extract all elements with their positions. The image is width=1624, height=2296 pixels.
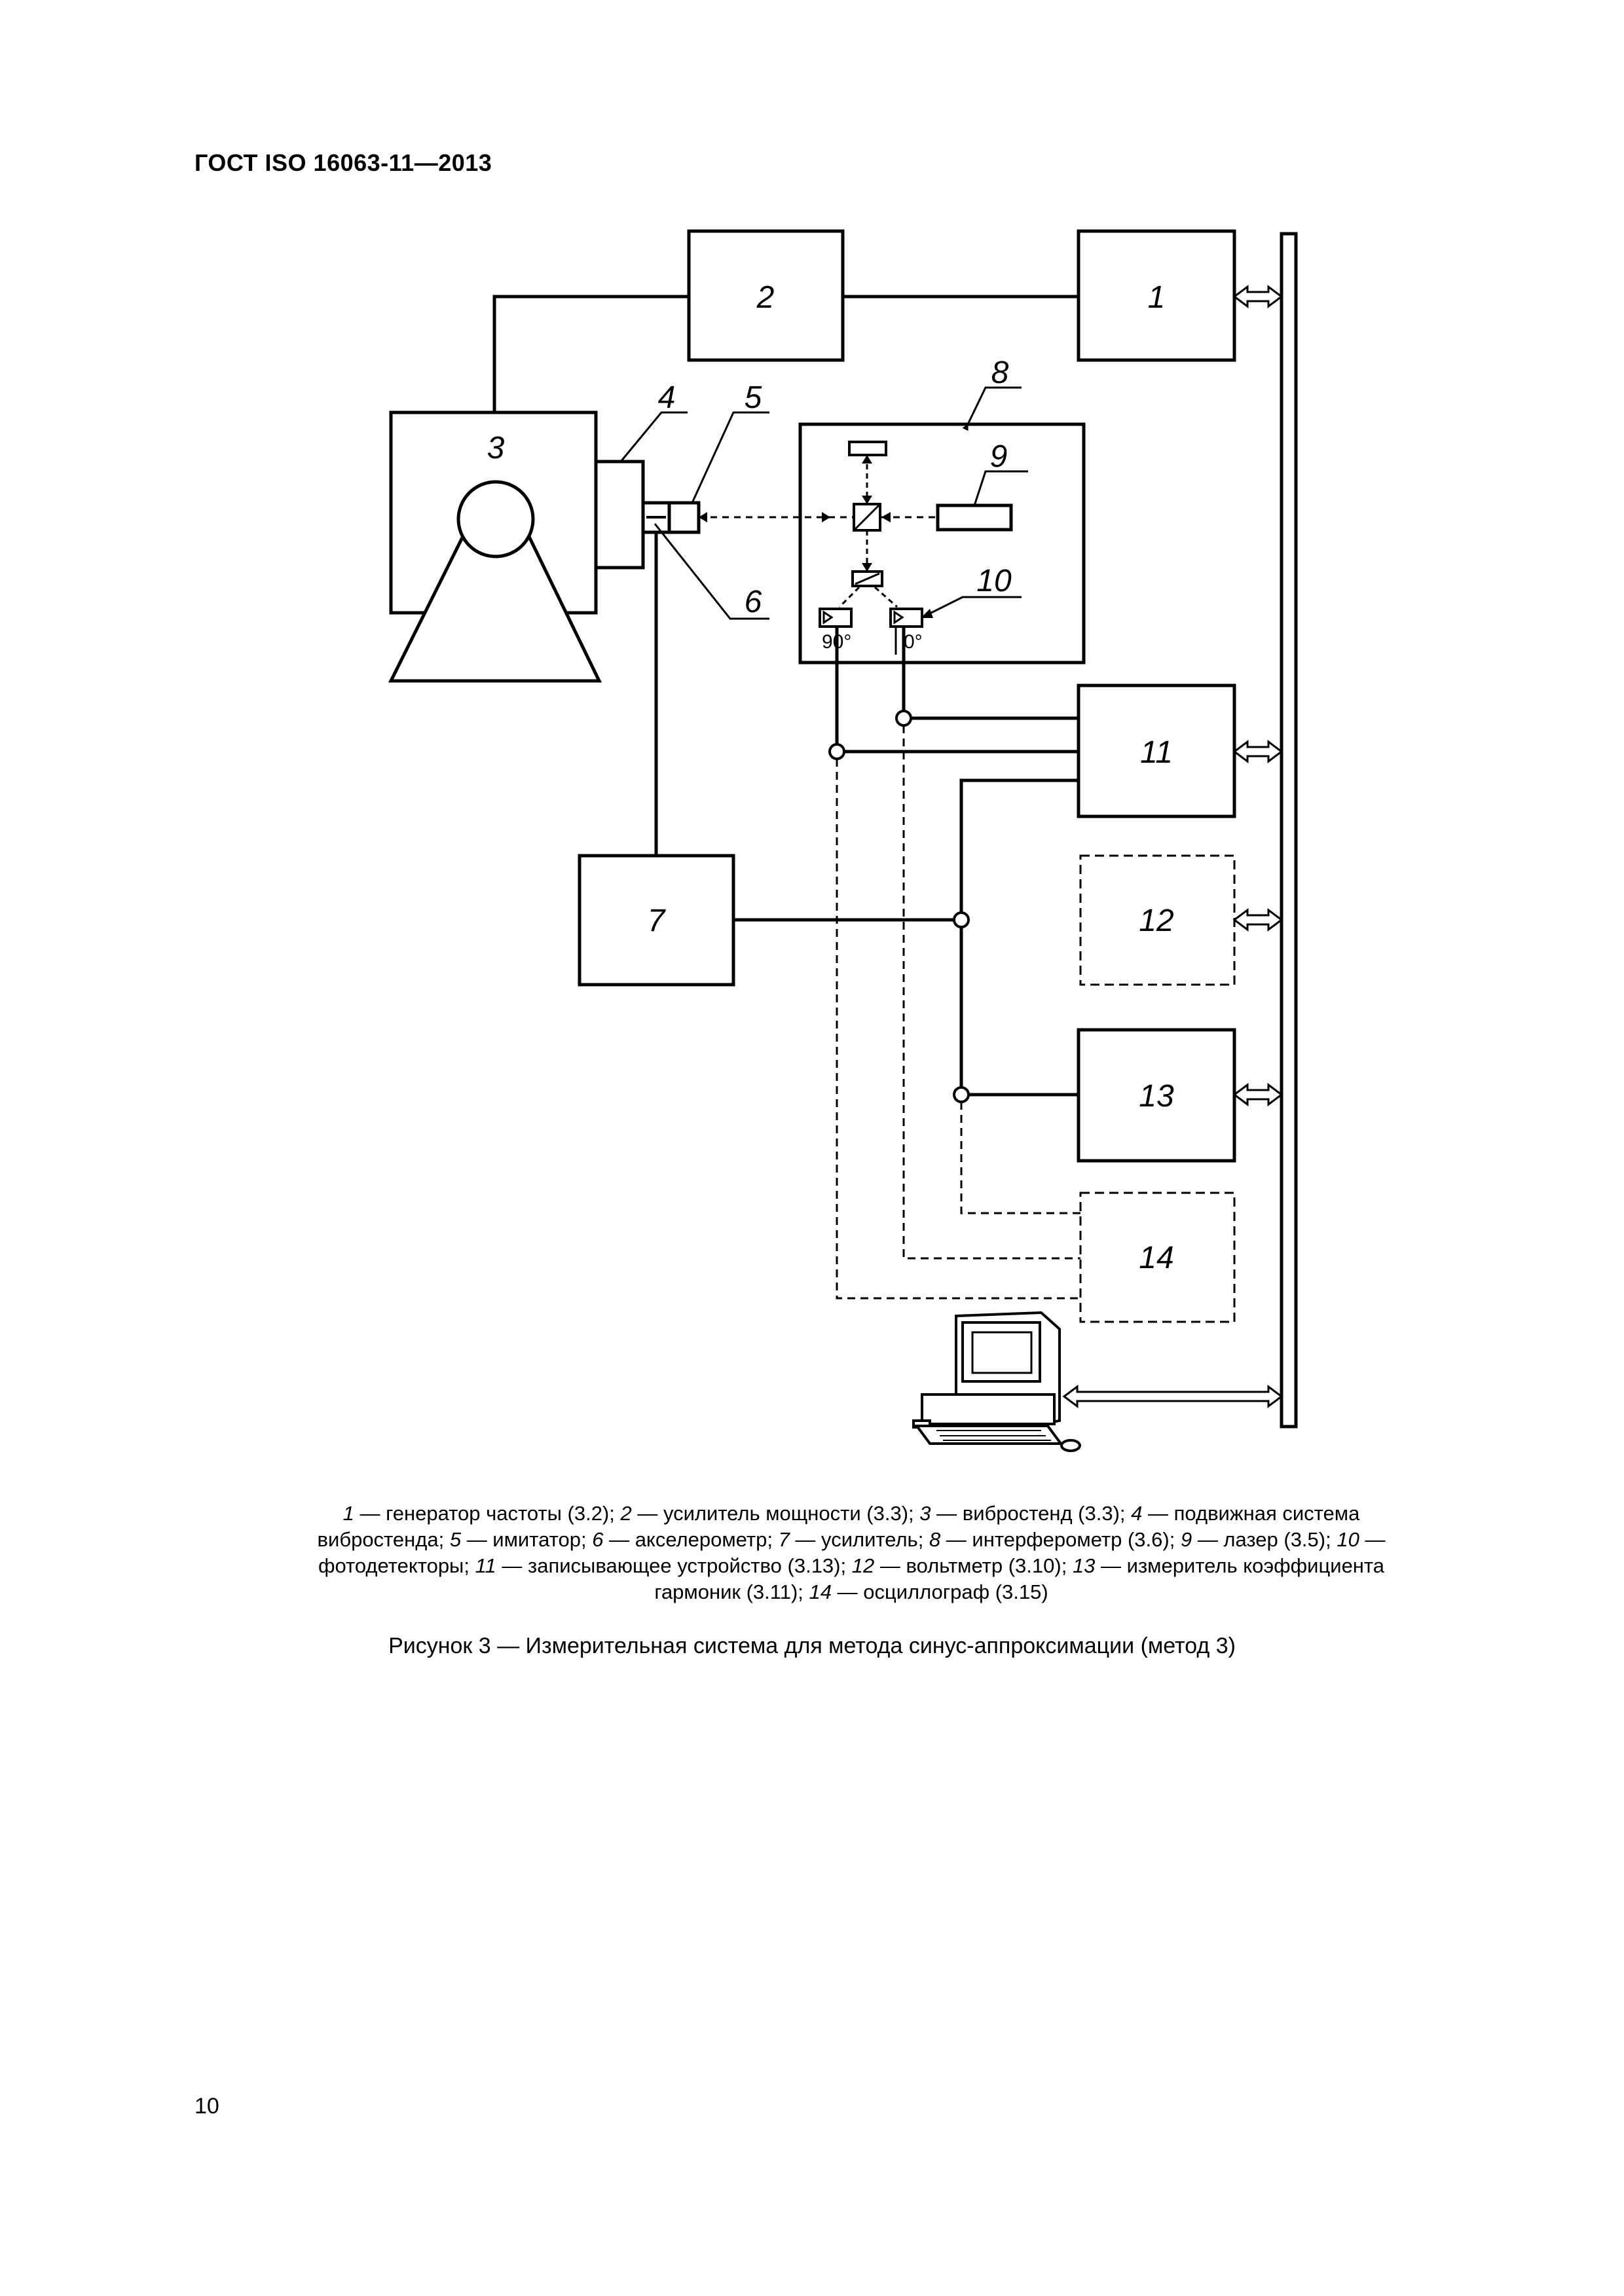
dashed-wire-pd0-to-14	[902, 725, 1080, 1260]
legend-item: 5 — имитатор;	[449, 1528, 593, 1551]
legend-item: 2 — усилитель мощности (3.3);	[620, 1502, 920, 1525]
photodetector-0	[889, 608, 923, 628]
page-number: 10	[194, 2094, 219, 2119]
block-9-label: 9	[990, 439, 1008, 474]
block-13-label: 13	[1139, 1079, 1174, 1114]
block-9-laser	[936, 503, 1013, 532]
legend-item: 14 — осциллограф (3.15)	[809, 1580, 1048, 1603]
legend-item: 8 — интерферометр (3.6);	[929, 1528, 1181, 1551]
leader-5	[691, 411, 769, 503]
legend-item: 3 — вибростенд (3.3);	[919, 1502, 1132, 1525]
block-10-label: 10	[976, 564, 1012, 598]
figure-legend: 1 — генератор частоты (3.2); 2 — усилите…	[288, 1501, 1414, 1605]
legend-item: 1 — генератор частоты (3.2);	[342, 1502, 621, 1525]
phase-label-0: 0°	[904, 631, 923, 653]
block-1-label: 1	[1148, 280, 1166, 315]
legend-item: 11 — записывающее устройство (3.13);	[475, 1554, 852, 1577]
block-8-label: 8	[991, 355, 1009, 390]
block-11-label: 11	[1140, 735, 1173, 770]
computer-icon	[912, 1311, 1081, 1452]
block-2-label: 2	[756, 280, 775, 315]
block-4-moving-element	[594, 460, 645, 570]
legend-item: 4 — подвижная система вибростенда;	[317, 1502, 1360, 1551]
legend-item: 7 — усилитель;	[778, 1528, 929, 1551]
block-5-simulator	[667, 501, 701, 534]
bus-connectors	[1062, 285, 1283, 1408]
legend-item: 9 — лазер (3.5);	[1180, 1528, 1337, 1551]
leader-9	[973, 470, 1028, 506]
dashed-wire-pd90-to-14	[836, 759, 1080, 1300]
wire-pd0-to-11	[902, 627, 1079, 720]
legend-item: 13 — измеритель коэффициента гармоник (3…	[654, 1554, 1385, 1603]
block-14-label: 14	[1139, 1241, 1173, 1275]
leader-8	[962, 386, 1022, 431]
block-6-label: 6	[745, 585, 762, 619]
wire-pd90-to-11	[835, 627, 1079, 754]
block-3-label: 3	[487, 431, 505, 465]
figure-caption: Рисунок 3 — Измерительная система для ме…	[388, 1633, 1236, 1658]
block-5-label: 5	[745, 380, 762, 415]
reference-mirror	[848, 441, 887, 456]
leader-6	[654, 523, 769, 620]
leader-4	[619, 411, 688, 462]
wire-2-to-3	[492, 295, 689, 412]
block-8-interferometer	[798, 422, 1086, 665]
legend-item: 12 — вольтметр (3.10);	[851, 1554, 1073, 1577]
legend-item: 6 — акселерометр;	[592, 1528, 779, 1551]
legend-item: 10 — фотодетекторы;	[318, 1528, 1386, 1577]
block-14-oscilloscope	[1079, 1192, 1236, 1323]
wire-junction-to-11	[959, 778, 1079, 1097]
leader-10	[921, 596, 1022, 619]
measurement-system-diagram: 2 1 3 4 5 6 8 9	[388, 229, 1298, 1452]
data-bus	[1280, 232, 1298, 1429]
exciter-drum	[456, 480, 535, 558]
block-12-label: 12	[1139, 903, 1173, 938]
block-7-label: 7	[648, 903, 667, 938]
dashed-wire-13-to-14	[960, 1102, 1080, 1214]
document-header: ГОСТ ISO 16063-11—2013	[194, 149, 492, 176]
block-4-label: 4	[658, 380, 676, 415]
